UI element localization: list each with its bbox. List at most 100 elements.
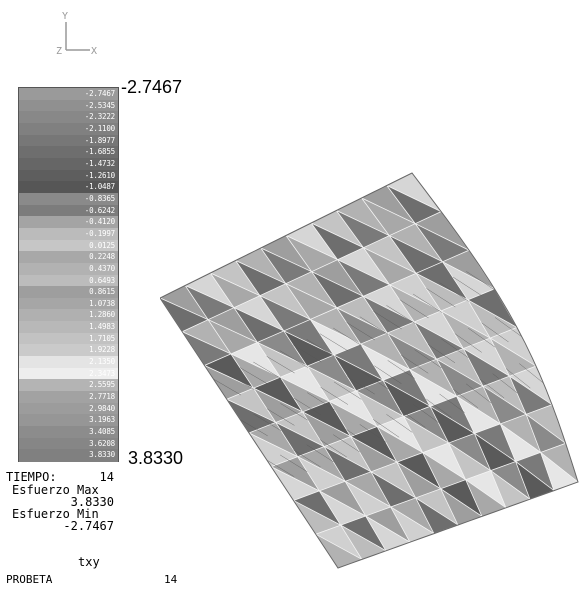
legend-band: -2.5345 [19,99,118,112]
legend-band: 3.6208 [19,437,118,450]
legend-band: 2.5595 [19,379,118,392]
mesh-edge [333,434,360,453]
legend-band-value: -1.2610 [84,170,115,180]
stress-max-value: 3.8330 [70,495,114,509]
legend-bottom-value: 3.8330 [128,448,184,468]
legend-band-value: -2.5345 [84,100,115,110]
legend-band: -1.0487 [19,181,118,194]
mesh-edge [452,388,478,408]
legend-band: 2.1350 [19,356,118,369]
legend-band-value: 1.4983 [89,322,115,332]
mesh-edge [426,288,456,308]
triad-y-label: Y [62,11,68,22]
stress-min-label: Esfuerzo Min [12,507,99,521]
legend-band-value: -1.4732 [84,158,115,168]
legend-band: 0.2248 [19,251,118,264]
mesh-edge [280,403,308,421]
legend-band: 1.0738 [19,297,118,310]
mesh-edge [359,316,389,335]
stress-max-label: Esfuerzo Max [12,483,99,497]
mesh-edge [333,327,362,346]
mesh-edge [213,378,242,396]
legend-band: 0.8615 [19,286,118,299]
legend-band-value: 0.2248 [89,252,115,262]
mesh-edge [293,344,322,363]
legend-band-value: 3.6208 [89,438,115,448]
mesh-edge [386,414,413,433]
legend-band-value: -1.0487 [84,182,115,192]
mesh-edge [452,276,483,297]
legend-band-value: 1.9228 [89,345,115,355]
mesh-edge [293,449,321,467]
mesh-edge [253,413,282,431]
mesh-edge [319,439,347,458]
legend-band-value: 1.0738 [89,298,115,308]
mesh-edge [441,338,469,358]
mesh-edge [306,444,334,463]
legend-band: 2.3473 [19,367,118,380]
legend-band-value: -0.4120 [84,217,115,227]
legend-band: 0.6493 [19,274,118,287]
legend-band: 3.1963 [19,414,118,427]
mesh-edge [333,381,362,400]
mesh-edge [386,305,416,324]
legend-band-value: 3.8330 [89,450,115,460]
legend-band-value: 2.5595 [89,380,115,390]
mesh-edge [307,392,335,410]
legend-band: 2.7718 [19,391,118,404]
stress-color-legend: -2.7467-2.5345-2.3222-2.1100-1.8977-1.68… [18,87,119,462]
mesh-edge [519,363,544,384]
legend-band: -1.8977 [19,134,118,147]
mesh-edge [266,356,295,374]
legend-band-value: 0.0125 [89,240,115,250]
mesh-edge [481,322,509,343]
model-name: PROBETA [6,573,53,586]
legend-band-value: -0.6242 [84,205,115,215]
legend-band: 3.8330 [19,449,118,462]
mesh-edge [360,370,389,390]
legend-band-value: 0.8615 [89,287,115,297]
legend-band: 1.4983 [19,321,118,334]
legend-band-value: 2.7718 [89,392,115,402]
legend-band-value: 1.7105 [89,333,115,343]
legend-band-value: 3.1963 [89,415,115,425]
mesh-edge [226,373,255,390]
stress-component: txy [78,555,100,569]
mesh-edge [374,365,402,384]
legend-band-value: -1.8977 [84,135,115,145]
fe-mesh-contour [160,172,579,569]
mesh-edge [253,361,282,379]
legend-band: 0.4370 [19,262,118,275]
mesh-edge [468,328,496,348]
mesh-edge [479,378,505,399]
legend-band: -2.3222 [19,111,118,124]
mesh-edge [373,310,402,330]
mesh-edge [505,368,531,389]
mesh-edge [346,429,373,448]
stress-min-value: -2.7467 [63,519,114,533]
mesh-edge [293,397,322,416]
mesh-edge [387,360,415,379]
legend-band-value: 0.6493 [89,275,115,285]
mesh-edge [319,333,349,352]
legend-band: -1.4732 [19,157,118,171]
mesh-edge [399,299,429,319]
mesh-edge [412,293,443,313]
mesh-edge [399,409,426,428]
mesh-edge [359,424,387,443]
mesh-edge [412,403,439,423]
legend-band-value: 2.9840 [89,403,115,413]
mesh-edge [439,282,469,302]
legend-band: 1.2860 [19,309,118,322]
legend-band: -0.4120 [19,216,118,229]
triad-x-label: X [91,46,97,57]
legend-band: -2.1100 [19,122,118,136]
mesh-edge [266,459,295,477]
mesh-edge [414,349,442,369]
mesh-edge [346,322,376,341]
mesh-edge [465,383,492,403]
mesh-edge [427,344,456,364]
legend-band-value: 3.4085 [89,427,115,437]
legend-band: 3.4085 [19,426,118,439]
mesh-outline [160,172,579,569]
